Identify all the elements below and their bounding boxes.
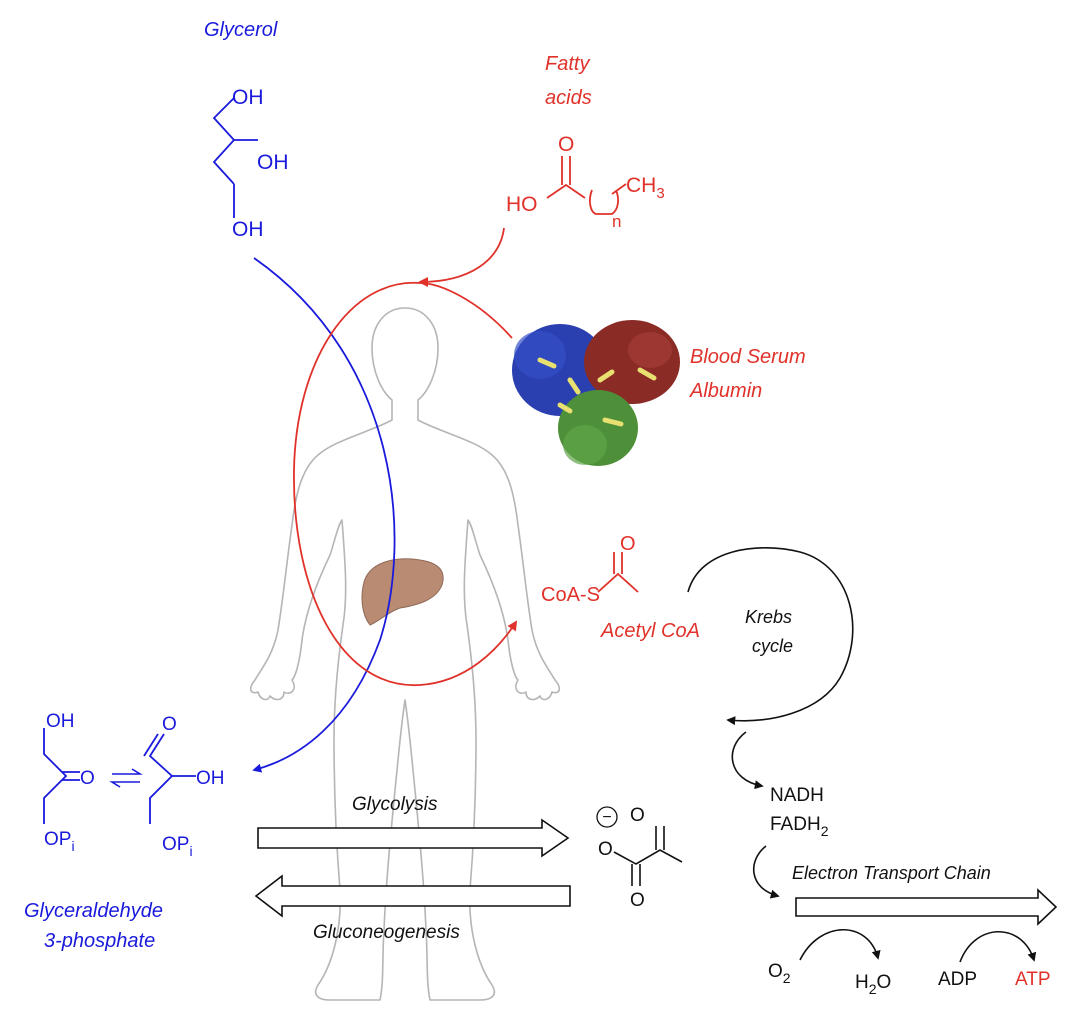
- albumin-label-1: Blood Serum: [690, 346, 806, 368]
- fadh2-label: FADH2: [770, 814, 829, 839]
- etc-label: Electron Transport Chain: [792, 863, 991, 883]
- pyruvate-charge: −: [602, 809, 611, 826]
- dhap-structure: OH O OPi: [43, 711, 95, 854]
- pyruvate-o-top: O: [630, 805, 645, 826]
- o2-label: O2: [768, 961, 791, 986]
- acetyl-coa-structure: O CoA-S: [541, 533, 639, 606]
- adp-label: ADP: [938, 969, 977, 990]
- liver-illustration: [361, 558, 444, 626]
- human-body-outline: [249, 307, 561, 1001]
- glycolysis-label: Glycolysis: [352, 794, 438, 815]
- acetyl-coa-name: Acetyl CoA: [600, 620, 700, 642]
- fatty-acid-ch3: CH3: [626, 174, 665, 202]
- pyruvate-o-left: O: [598, 839, 613, 860]
- fatty-acids-inflow-arrow: [418, 227, 505, 287]
- pyruvate-structure: − O O O: [596, 805, 683, 911]
- fatty-acids-title-1: Fatty: [545, 53, 590, 75]
- fatty-acid-o: O: [558, 133, 574, 156]
- dhap-opi: OPi: [44, 829, 75, 854]
- fatty-acid-ho: HO: [506, 193, 538, 216]
- glycerol-oh-mid: OH: [257, 151, 289, 174]
- g3p-name-2: 3-phosphate: [44, 930, 155, 952]
- g3p-oh: OH: [196, 768, 225, 789]
- glycerol-structure: OH OH OH: [212, 86, 289, 241]
- krebs-cycle-arrow: [687, 547, 854, 726]
- adp-to-atp-arrow: [959, 930, 1037, 963]
- g3p-name-1: Glyceraldehyde: [24, 900, 163, 922]
- albumin-label-2: Albumin: [689, 380, 762, 402]
- equilibrium-arrows: [109, 768, 143, 788]
- krebs-label-1: Krebs: [745, 607, 792, 627]
- fatty-acid-n: n: [612, 212, 621, 231]
- glycerol-to-g3p-arrow: [252, 257, 396, 773]
- fatty-acid-structure: O HO CH3 n: [506, 133, 665, 231]
- gluconeogenesis-arrow: [254, 874, 571, 918]
- g3p-opi: OPi: [162, 834, 193, 859]
- atp-label: ATP: [1015, 969, 1051, 990]
- acetyl-coa-o: O: [620, 533, 636, 555]
- g3p-o: O: [162, 714, 177, 735]
- dhap-oh: OH: [46, 711, 75, 732]
- glycolysis-arrow: [257, 818, 570, 858]
- krebs-to-nadh-arrow: [731, 731, 764, 790]
- acetyl-coa-coas: CoA-S: [541, 584, 600, 606]
- dhap-o: O: [80, 768, 95, 789]
- g3p-structure: O OH OPi: [143, 714, 225, 859]
- etc-block-arrow: [795, 888, 1058, 926]
- gluconeogenesis-label: Gluconeogenesis: [313, 922, 460, 943]
- nadh-to-etc-arrow: [753, 845, 780, 899]
- krebs-label-2: cycle: [752, 636, 793, 656]
- circulation-loop: [293, 282, 518, 686]
- glycerol-title: Glycerol: [204, 19, 278, 41]
- o2-to-h2o-arrow: [799, 928, 881, 961]
- pyruvate-o-bottom: O: [630, 890, 645, 911]
- glycerol-oh-bot: OH: [232, 218, 264, 241]
- fatty-acids-title-2: acids: [545, 87, 592, 109]
- h2o-label: H2O: [855, 972, 891, 997]
- nadh-label: NADH: [770, 785, 824, 806]
- albumin-protein-image: [512, 320, 680, 466]
- glycerol-oh-top: OH: [232, 86, 264, 109]
